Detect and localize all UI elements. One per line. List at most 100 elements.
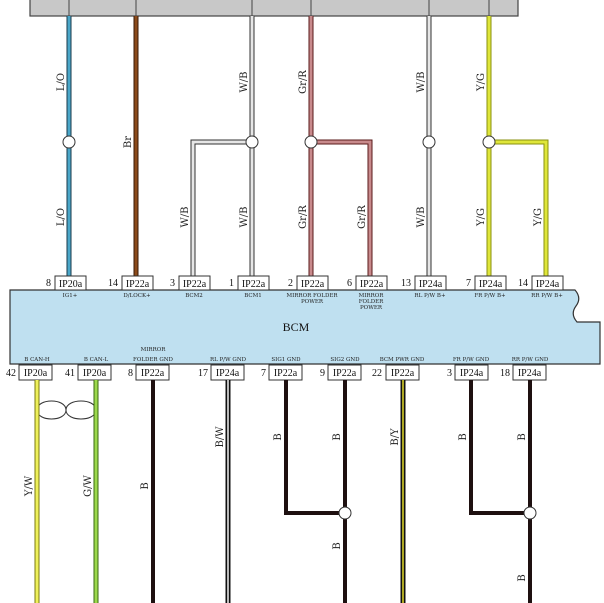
connector-id: IP22a [333,368,357,379]
upper-component-box [29,0,519,17]
label-lo-lower: L/O [56,208,67,226]
connector-id: IP22a [391,368,415,379]
func-bcm1: BCM1 [244,293,261,299]
pin-number: 22 [372,368,382,379]
bottom-pin-3: 8 IP22a [128,364,170,381]
func-dlock: D/LOCK+ [123,293,151,299]
connector-id: IP24a [536,279,560,290]
bottom-pin-5: 7 IP22a [261,364,303,381]
top-pin-2: 14 IP22a [108,275,154,291]
pin-number: 14 [108,278,118,289]
label-yg-left: Y/G [476,208,487,227]
func-sig2-gnd: SIG2 GND [330,357,360,363]
upper-wire-labels: L/O L/O Br W/B W/B W/B Gr/R Gr/R Gr/R W/… [56,70,544,229]
func-mirror-folder-power-1a: MIRROR FOLDER [286,293,338,299]
func-fr-pw-b: FR P/W B+ [474,293,506,299]
splice-points-upper [62,135,496,149]
connector-id: IP24a [518,368,542,379]
label-wb-rl-upper: W/B [416,72,427,93]
label-wb-rl-lower: W/B [416,207,427,228]
label-yw: Y/W [24,475,35,497]
bcm-module-body [9,289,601,365]
func-sig1-gnd: SIG1 GND [271,357,301,363]
splice-lo [62,135,76,149]
connector-id: IP22a [126,279,150,290]
pin-number: 3 [170,278,175,289]
top-pin-3: 3 IP22a [170,275,211,291]
splice-pw-gnd [523,506,537,520]
label-bw: B/W [215,426,226,448]
wire-b-sig-gnd [284,380,347,603]
wire-b-pw-gnd [469,380,532,603]
func-fr-pw-gnd: FR P/W GND [453,357,490,363]
label-b-rr-lower: B [517,574,528,581]
connector-id: IP22a [360,279,384,290]
bottom-pin-6: 9 IP22a [320,364,362,381]
splice-points-lower [338,506,537,520]
label-grr-right: Gr/R [357,205,368,229]
label-grr-left: Gr/R [298,205,309,229]
pin-number: 7 [466,278,471,289]
bcm-module-label: BCM [283,320,310,334]
pin-number: 14 [518,278,528,289]
connector-id: IP24a [216,368,240,379]
connector-id: IP22a [141,368,165,379]
func-rl-pw-b: RL P/W B+ [414,293,446,299]
pin-number: 7 [261,368,266,379]
func-rl-pw-gnd: RL P/W GND [210,357,247,363]
connector-id: IP24a [419,279,443,290]
func-mirror-folder-power-2c: POWER [360,305,383,311]
pin-number: 42 [6,368,16,379]
splice-wb-rl [422,135,436,149]
func-mirror-folder-gnd-a: MIRROR [141,347,167,353]
label-yg-right: Y/G [533,208,544,227]
connector-id: IP20a [83,368,107,379]
pin-number: 41 [65,368,75,379]
pin-number: 2 [288,278,293,289]
label-wb-bcm1-lower: W/B [239,207,250,228]
connector-id: IP22a [301,279,325,290]
bcm-top-function-labels: IG1+ D/LOCK+ BCM2 BCM1 MIRROR FOLDER POW… [63,293,564,311]
label-b-sig2-lower: B [332,542,343,549]
func-rr-pw-b: RR P/W B+ [531,293,563,299]
label-by: B/Y [390,428,401,446]
func-bcan-l: B CAN-L [84,357,109,363]
wire-yg [486,16,549,277]
connector-id: IP22a [183,279,207,290]
label-wb-bcm1-upper: W/B [239,72,250,93]
pin-number: 8 [128,368,133,379]
func-rr-pw-gnd: RR P/W GND [512,357,549,363]
connector-id: IP20a [59,279,83,290]
label-b-mirror: B [140,482,151,489]
splice-yg [482,135,496,149]
label-b-rr: B [517,433,528,440]
label-br: Br [123,136,134,148]
bcm-bottom-function-labels: B CAN-H B CAN-L MIRROR FOLDER GND RL P/W… [24,347,549,363]
connector-id: IP22a [274,368,298,379]
splice-grr [304,135,318,149]
func-bcm2: BCM2 [185,293,202,299]
splice-wb [245,135,259,149]
pin-number: 1 [229,278,234,289]
label-grr-upper: Gr/R [298,70,309,94]
func-mirror-folder-gnd-b: FOLDER GND [133,357,173,363]
pin-number: 9 [320,368,325,379]
label-b-fr: B [458,433,469,440]
func-bcm-pwr-gnd: BCM PWR GND [380,357,425,363]
func-ig1: IG1+ [63,293,78,299]
label-wb-bcm2: W/B [180,207,191,228]
func-mirror-folder-power-2b: FOLDER [359,299,384,305]
bottom-pin-2: 41 IP20a [65,364,112,381]
splice-sig-gnd [338,506,352,520]
connector-id: IP24a [460,368,484,379]
func-bcan-h: B CAN-H [24,357,50,363]
